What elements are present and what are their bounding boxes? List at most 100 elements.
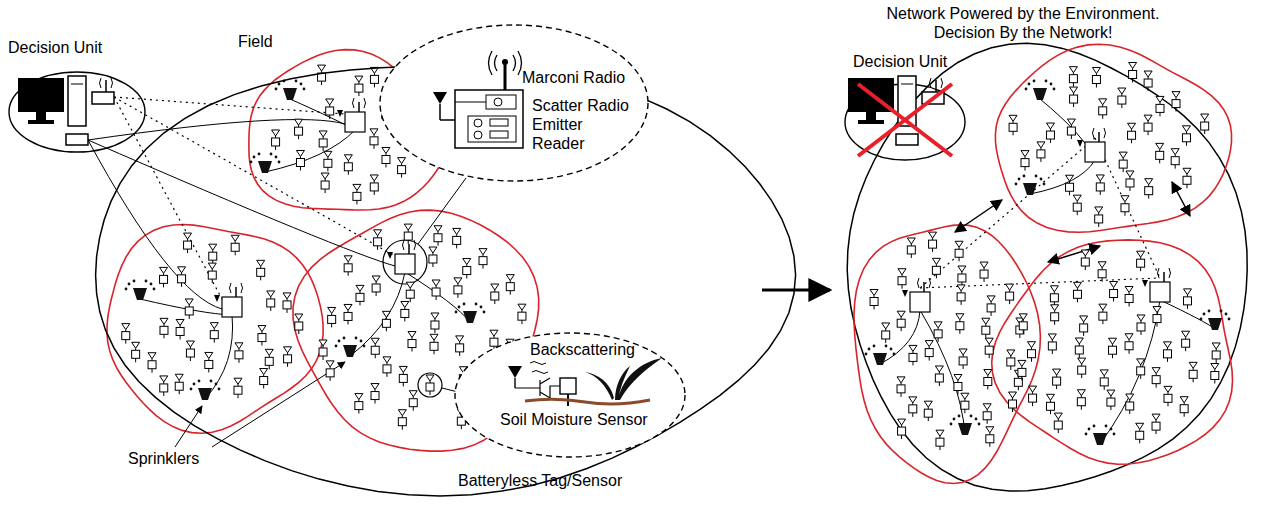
sensor-tag [186,349,194,357]
sensor-probe [1077,211,1078,215]
water-wire [920,310,965,434]
sensor-tag [1066,175,1074,183]
water-drop [890,348,893,351]
leader-line [212,362,345,447]
sprinkler-symbol [198,388,212,400]
sensor-tag [898,269,906,277]
sensor-tag [1053,377,1061,385]
sensor-tag [398,410,406,418]
sensor-tag [132,350,140,358]
sensor-tag [132,342,140,350]
reader-box [395,254,415,274]
radio-link [114,97,345,114]
sensor-tag [1172,100,1180,108]
sensor-tag [260,377,268,385]
sensor-probe [269,365,270,369]
sensor-probe [413,407,414,411]
sensor-probe [386,327,387,331]
sensor-tag [1201,114,1209,122]
sensor-tag [980,262,988,270]
sensor-probe [438,242,439,246]
sensor-probe [984,278,985,282]
sensor-tag [258,334,266,342]
water-drop [1225,313,1228,316]
water-drop [975,418,978,421]
sensor-tag [935,366,943,374]
water-wire [205,315,233,399]
sensor-probe [991,312,992,316]
sensor-probe [1132,78,1133,82]
water-drop [480,306,483,309]
sensor-tag [1152,422,1160,430]
sensor-tag [210,323,218,331]
water-drop [978,423,981,426]
sensor-tag [178,275,186,283]
sprinkler-symbol [958,423,972,435]
sensor-probe [403,382,404,386]
sensor-probe [1204,130,1205,134]
water-drop [153,288,156,291]
sensor-probe [961,301,962,305]
sensor-probe [1019,334,1020,338]
sensor-tag [1077,390,1085,398]
sensor-probe [1018,386,1019,390]
exchange-arrow [1172,182,1190,216]
illustration-part [504,64,507,90]
sensor-probe [912,361,913,365]
illustration-part [455,102,486,103]
water-drop [1018,178,1021,181]
sensor-tag [1125,294,1133,302]
sprinkler-symbol [1033,88,1047,100]
sensor-tag [454,286,462,294]
sensor-probe [1052,350,1053,354]
illustration-part [66,134,88,145]
sensor-tag [1007,358,1015,366]
sensor-probe [238,359,239,363]
sensor-probe [287,309,288,313]
sprinkler-symbol [258,161,272,173]
sensor-tag [1046,402,1054,410]
sensor-tag [897,385,905,393]
water-drop [1113,433,1116,436]
sensor-probe [260,276,261,280]
sensor-tag [295,119,303,127]
sensor-tag [1099,99,1107,107]
sensor-tag [1126,179,1134,187]
water-drop [893,353,896,356]
sensor-probe [374,83,375,87]
water-drop [343,337,346,340]
sensor-probe [189,315,190,319]
sensor-probe [386,373,387,377]
sensor-probe [1156,384,1157,388]
sensor-tag [1098,270,1106,278]
sensor-probe [208,368,209,372]
sensor-tag [1137,259,1145,267]
sensor-tag [897,319,905,327]
water-drop [1025,88,1028,91]
exchange-arrow [955,200,1002,232]
sensor-tag [371,346,379,354]
sensor-tag [961,401,969,409]
sensor-probe [959,257,960,261]
sensor-tag [987,304,995,312]
water-drop [303,88,306,91]
sensor-probe [1140,375,1141,379]
sensor-probe [1121,104,1122,108]
sensor-tag [371,384,379,392]
water-drop [1105,425,1108,428]
sprinkler-symbol [1023,183,1037,195]
sensor-tag [234,386,242,394]
water-drop [953,418,956,421]
sensor-tag [1073,282,1081,290]
sensor-tag [1048,342,1056,350]
sensor-tag [1095,215,1103,223]
reader-antenna [214,295,220,302]
sensor-probe [1021,376,1022,380]
sensor-tag [321,181,329,189]
transition-arrow [762,289,830,292]
sensor-tag [1126,402,1134,410]
sensor-probe [521,320,522,324]
water-drop [1220,310,1223,313]
sensor-probe [348,320,349,324]
sensor-probe [270,307,271,311]
